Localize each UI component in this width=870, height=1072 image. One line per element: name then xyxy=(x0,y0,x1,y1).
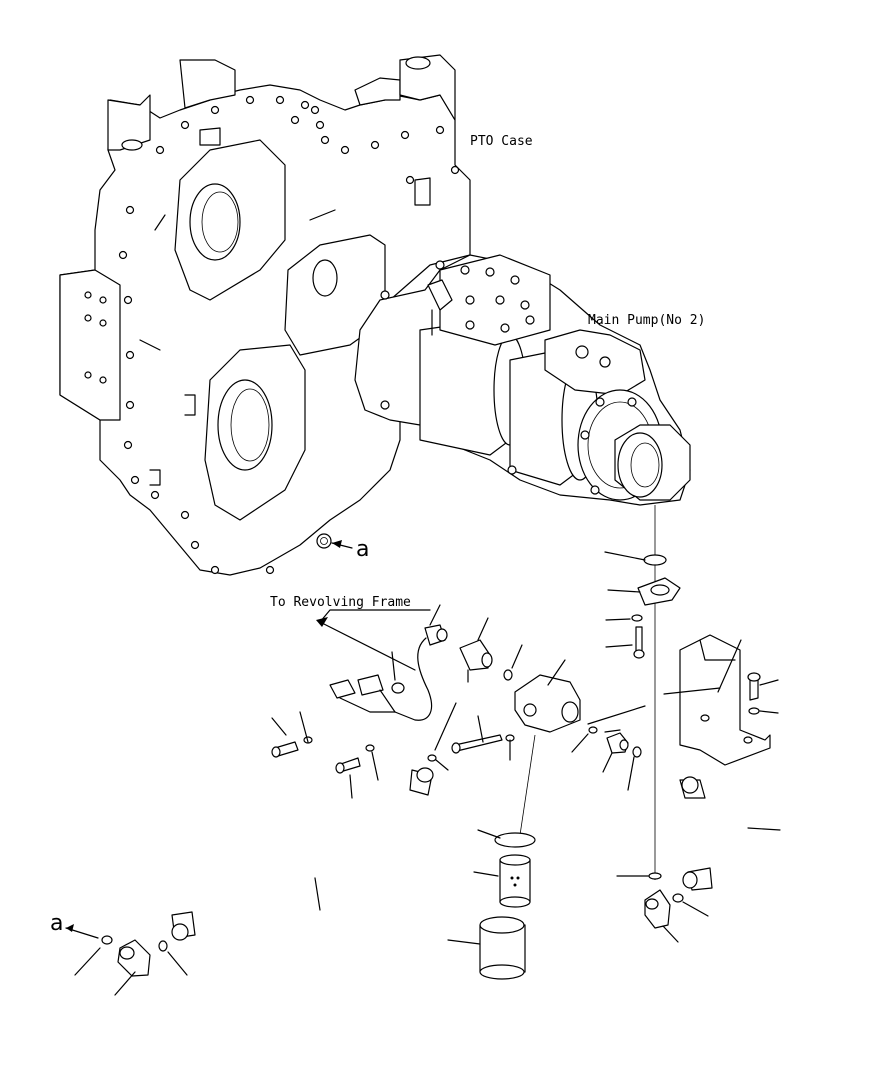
svg-text:a: a xyxy=(356,537,369,562)
marker-a-top: a xyxy=(331,537,369,562)
label-pto-case: PTO Case xyxy=(470,134,533,149)
hose-main xyxy=(171,702,457,941)
suction-port-parts xyxy=(604,505,681,880)
label-to-revolving-frame: To Revolving Frame xyxy=(270,595,411,610)
main-pump-no2 xyxy=(354,254,691,506)
bracket xyxy=(663,634,779,766)
bottom-left-fittings xyxy=(65,924,188,996)
svg-text:a: a xyxy=(50,911,63,936)
filter-assembly xyxy=(447,659,646,980)
pto-case xyxy=(59,54,471,576)
marker-a-bottom: a xyxy=(50,911,63,936)
elbow-fittings xyxy=(459,617,642,791)
hose-right xyxy=(644,776,781,943)
sensor-harness xyxy=(271,604,448,799)
label-main-pump: Main Pump(No 2) xyxy=(588,313,705,328)
gasket xyxy=(643,554,667,566)
filter-oring xyxy=(494,832,536,848)
